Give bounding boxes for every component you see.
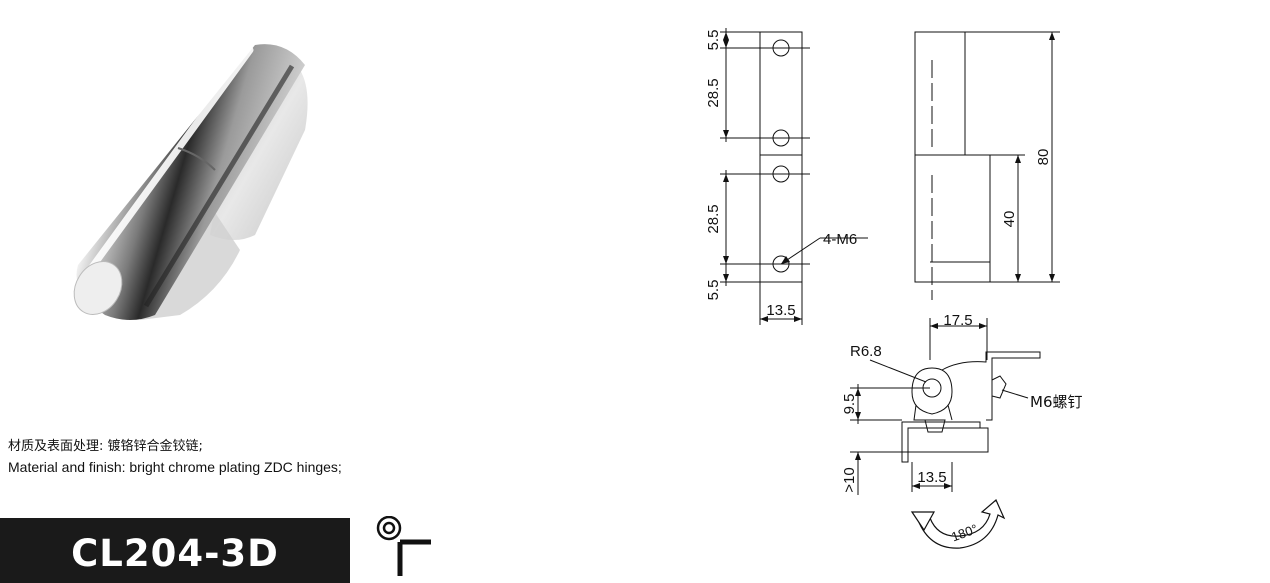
dim-lower-pitch: 28.5 bbox=[705, 204, 722, 233]
model-banner: CL204-3D bbox=[0, 518, 350, 583]
dim-min-thickness: >10 bbox=[841, 467, 858, 492]
front-view-lower-leaf bbox=[759, 154, 803, 283]
dim-base-width: 13.5 bbox=[917, 469, 946, 486]
rotation-arrow-icon bbox=[917, 499, 1006, 549]
hinge-leaf bbox=[210, 70, 308, 240]
material-description-en: Material and finish: bright chrome plati… bbox=[8, 459, 342, 475]
dim-total-height: 80 bbox=[1035, 149, 1052, 166]
side-view-lower-leaf bbox=[914, 154, 991, 283]
screw-callout: M6螺钉 bbox=[1030, 393, 1083, 411]
dim-pin-height: 9.5 bbox=[841, 394, 858, 415]
front-view-upper-leaf bbox=[759, 31, 803, 156]
knuckle-joint bbox=[177, 147, 216, 171]
dim-bottom-edge: 5.5 bbox=[705, 280, 722, 301]
product-photo bbox=[73, 44, 308, 321]
dim-top-edge: 5.5 bbox=[705, 30, 722, 51]
model-code: CL204-3D bbox=[71, 532, 279, 575]
dim-radius: R6.8 bbox=[850, 343, 882, 360]
dim-upper-pitch: 28.5 bbox=[705, 78, 722, 107]
hole-callout: 4-M6 bbox=[823, 231, 857, 248]
dim-offset: 17.5 bbox=[943, 312, 972, 329]
top-view-barrel bbox=[911, 367, 953, 415]
hinge-barrel bbox=[76, 44, 305, 321]
dim-width: 13.5 bbox=[766, 302, 795, 319]
hinge-type-icon bbox=[376, 516, 431, 576]
technical-drawing: 5.5 28.5 28.5 5.5 13.5 4-M6 80 40 17.5 R… bbox=[705, 28, 1083, 549]
material-description-cn: 材质及表面处理: 镀铬锌合金铰链; bbox=[8, 439, 203, 454]
side-view-upper-leaf bbox=[914, 31, 966, 156]
dim-lower-height: 40 bbox=[1001, 211, 1018, 228]
